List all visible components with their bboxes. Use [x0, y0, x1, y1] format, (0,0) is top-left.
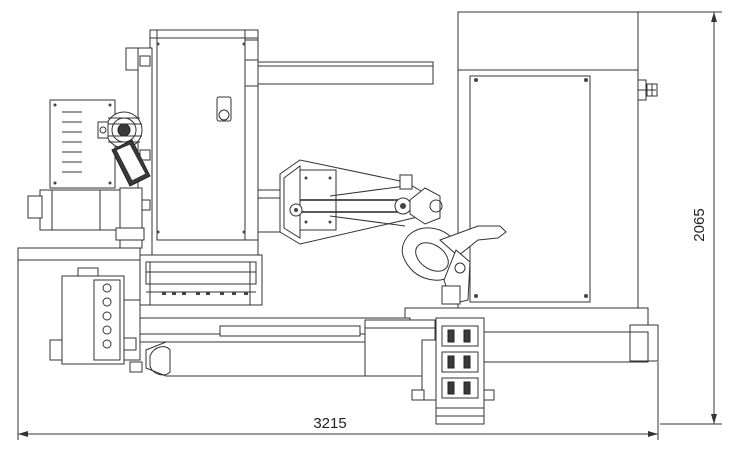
width-dimension-label: 3215 [313, 415, 346, 432]
tool-arm [279, 159, 443, 245]
width-dimension [17, 255, 659, 440]
height-dimension [638, 11, 722, 425]
column-carriage [139, 254, 263, 306]
height-dimension-label: 2065 [691, 208, 708, 241]
central-column [125, 29, 259, 286]
pulley-assembly [97, 111, 151, 187]
turntable-clamp [411, 317, 495, 425]
motor-housing [49, 99, 116, 189]
gear-motor [27, 187, 145, 249]
rear-cabinet [457, 11, 658, 333]
shaft [257, 189, 281, 233]
horizontal-beam [249, 61, 434, 85]
bead-breaker-lever [401, 225, 507, 305]
pneumatic-unit [49, 267, 143, 373]
slide-cylinder [17, 247, 471, 377]
